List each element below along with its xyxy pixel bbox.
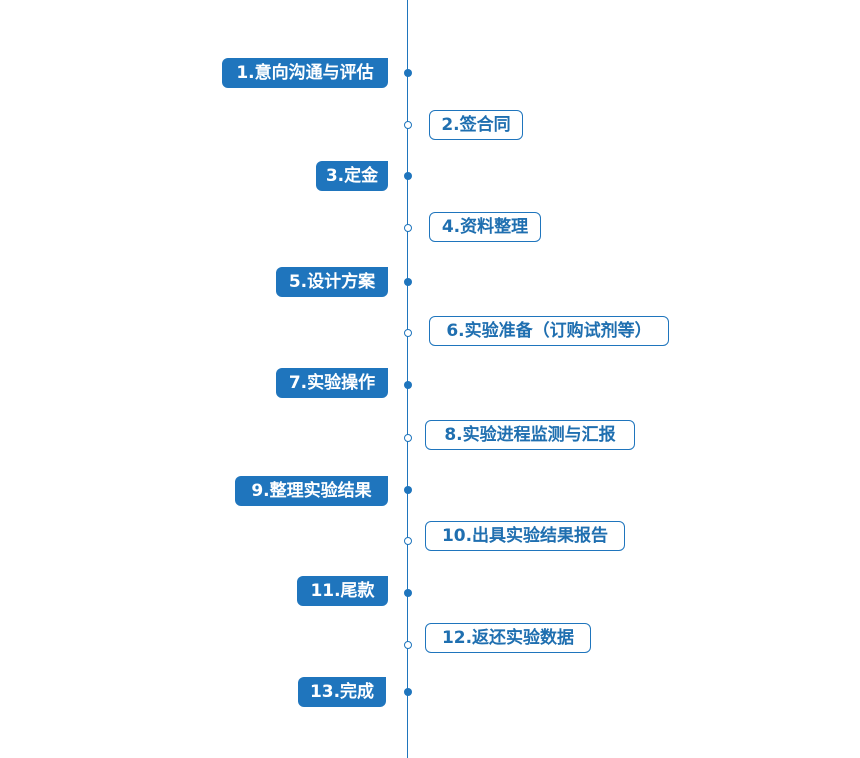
step-4-box: 4.资料整理 [429, 212, 541, 242]
step-13-box: 13.完成 [298, 677, 386, 707]
step-12-dot [404, 641, 412, 649]
step-1-box: 1.意向沟通与评估 [222, 58, 388, 88]
step-8-label: 8.实验进程监测与汇报 [444, 424, 616, 445]
step-11-dot [404, 589, 412, 597]
step-7-label: 7.实验操作 [288, 372, 376, 393]
step-6-dot [404, 329, 412, 337]
step-8-dot [404, 434, 412, 442]
step-2-box: 2.签合同 [429, 110, 523, 140]
step-3-dot [404, 172, 412, 180]
step-4-label: 4.资料整理 [441, 216, 529, 237]
step-12-label: 12.返还实验数据 [441, 627, 575, 648]
step-2-label: 2.签合同 [441, 114, 511, 135]
step-10-box: 10.出具实验结果报告 [425, 521, 625, 551]
step-4-dot [404, 224, 412, 232]
step-9-label: 9.整理实验结果 [251, 480, 372, 501]
timeline-axis [407, 0, 408, 758]
step-11-label: 11.尾款 [310, 580, 375, 601]
step-5-label: 5.设计方案 [288, 271, 376, 292]
step-7-dot [404, 381, 412, 389]
step-2-dot [404, 121, 412, 129]
step-5-dot [404, 278, 412, 286]
step-9-dot [404, 486, 412, 494]
step-6-label: 6.实验准备（订购试剂等） [446, 320, 652, 341]
step-13-dot [404, 688, 412, 696]
step-5-box: 5.设计方案 [276, 267, 388, 297]
step-10-dot [404, 537, 412, 545]
step-6-box: 6.实验准备（订购试剂等） [429, 316, 669, 346]
step-8-box: 8.实验进程监测与汇报 [425, 420, 635, 450]
step-3-box: 3.定金 [316, 161, 388, 191]
step-3-label: 3.定金 [325, 165, 379, 186]
step-10-label: 10.出具实验结果报告 [441, 525, 609, 546]
step-9-box: 9.整理实验结果 [235, 476, 388, 506]
step-1-dot [404, 69, 412, 77]
step-7-box: 7.实验操作 [276, 368, 388, 398]
step-1-label: 1.意向沟通与评估 [236, 62, 374, 83]
step-12-box: 12.返还实验数据 [425, 623, 591, 653]
step-11-box: 11.尾款 [297, 576, 388, 606]
step-13-label: 13.完成 [309, 681, 375, 702]
